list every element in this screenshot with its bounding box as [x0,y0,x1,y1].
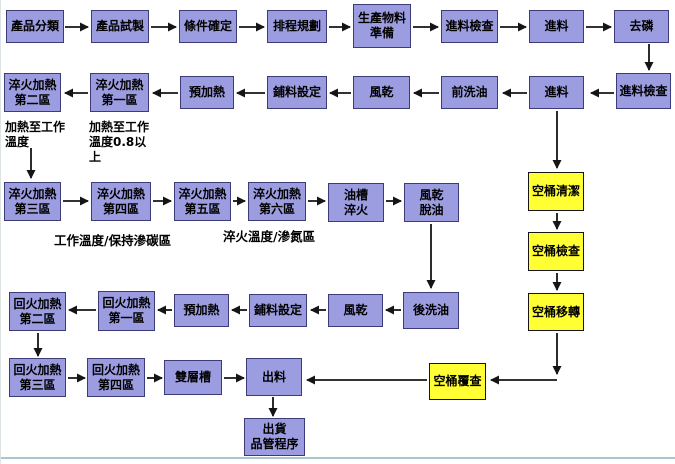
node-barrel-inspection: 空桶檢查 [528,232,584,271]
node-quench-heating-zone5: 淬火加熱 第五區 [174,182,231,221]
node-dephosphorization: 去磷 [614,10,669,43]
node-material-layout-2: 鋪料設定 [249,294,307,327]
node-incoming-inspection-2: 進料檢查 [616,73,671,109]
node-air-dry-2: 風乾 [328,294,383,327]
node-incoming-inspection-1: 進料檢查 [441,10,498,43]
node-quench-heating-zone3: 淬火加熱 第三區 [4,182,61,221]
node-quench-heating-zone6: 淬火加熱 第六區 [248,182,306,221]
node-pre-wash-oil: 前洗油 [441,76,498,109]
node-temper-heating-zone2: 回火加熱 第二區 [9,292,66,331]
node-product-trial: 產品試製 [91,10,149,43]
node-shipping-qc: 出貨 品管程序 [244,418,305,456]
node-oil-tank-quench: 油槽 淬火 [328,183,384,222]
image-bottom-border [1,457,675,459]
node-quench-heating-zone1: 淬火加熱 第一區 [90,73,149,112]
node-preheating-1: 預加熱 [180,76,234,109]
note-heat-to-working-temp: 加熱至工作 溫度 [5,120,66,149]
node-air-dry-deoil: 風乾 脫油 [404,183,459,222]
node-feeding-2: 進料 [529,76,584,109]
node-feeding-1: 進料 [529,10,584,43]
node-quench-heating-zone4: 淬火加熱 第四區 [91,182,151,221]
node-discharge: 出料 [246,358,302,396]
note-heat-to-working-temp-0.8: 加熱至工作 溫度0.8以 上 [89,120,150,164]
note-quench-temp-nitriding-zone: 淬火溫度/滲氮區 [223,229,316,244]
node-barrel-cleaning: 空桶清潔 [528,172,584,211]
node-preheating-2: 預加熱 [174,294,229,327]
node-material-preparation: 生產物料 準備 [353,4,411,48]
node-air-dry-1: 風乾 [353,76,410,109]
node-temper-heating-zone3: 回火加熱 第三區 [9,358,66,397]
node-product-classification: 產品分類 [6,10,64,43]
node-double-layer-tank: 雙層槽 [164,360,222,395]
node-barrel-transfer: 空桶移轉 [528,293,584,331]
node-quench-heating-zone2: 淬火加熱 第二區 [4,73,61,112]
node-schedule-planning: 排程規劃 [267,10,327,43]
node-temper-heating-zone4: 回火加熱 第四區 [87,358,145,397]
node-material-layout-1: 鋪料設定 [267,76,327,109]
node-temper-heating-zone1: 回火加熱 第一區 [98,291,155,331]
node-barrel-recheck: 空桶覆查 [429,363,486,400]
node-post-wash-oil: 後洗油 [403,292,459,329]
node-condition-confirm: 條件確定 [179,10,237,43]
note-working-temp-carburizing-zone: 工作溫度/保持滲碳區 [54,233,172,248]
